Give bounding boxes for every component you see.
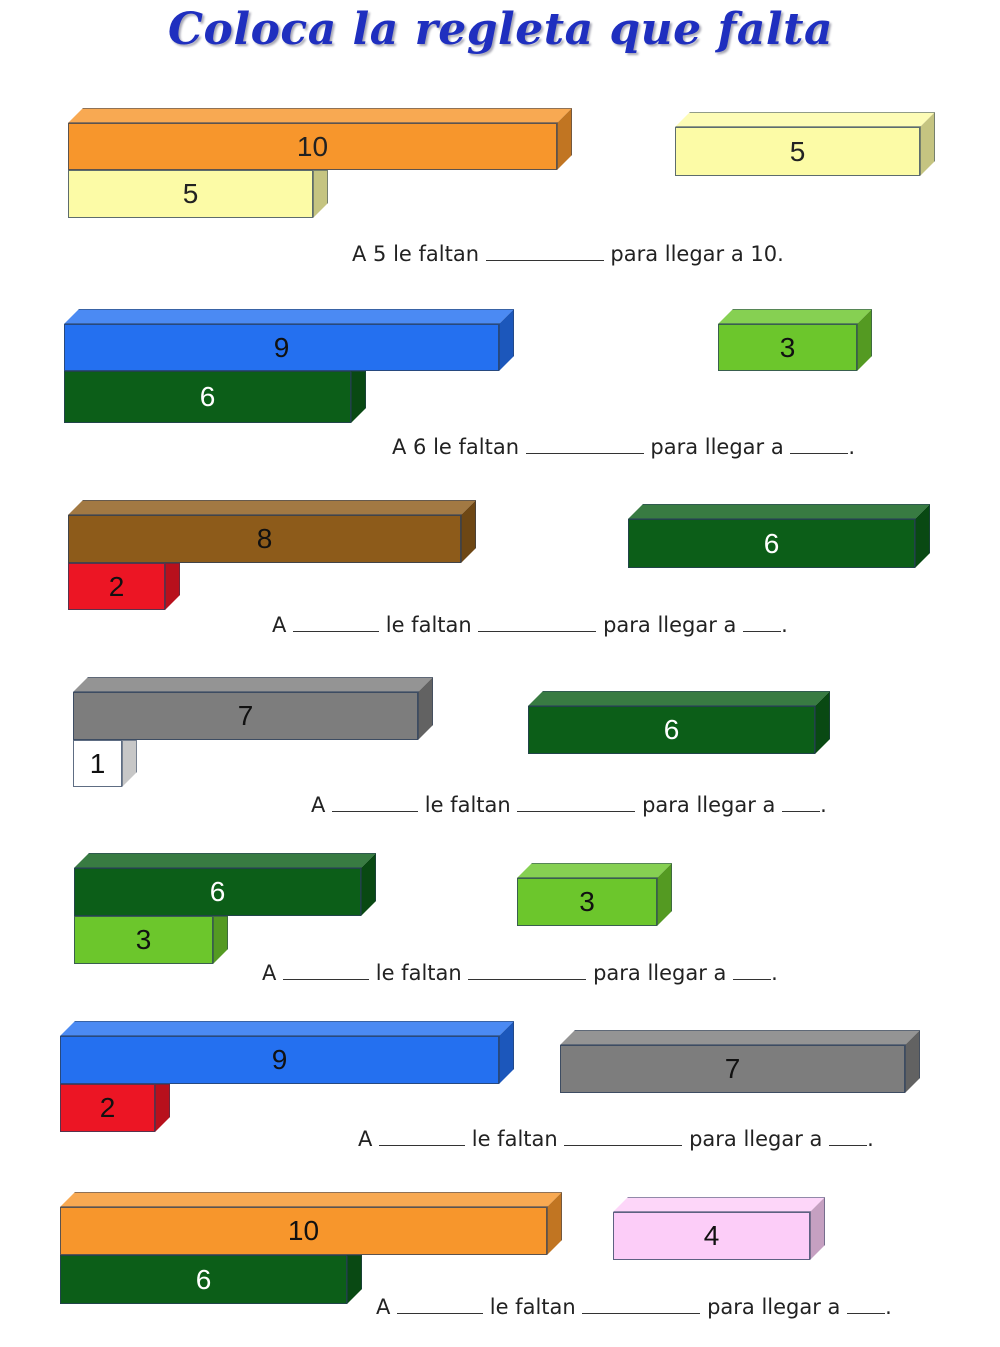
rod-white-1: 1	[73, 740, 137, 787]
sentence-3: A le faltan para llegar a .	[272, 613, 788, 637]
rod-label: 10	[60, 1207, 547, 1255]
answer-blank-total[interactable]	[733, 961, 772, 980]
sentence-4: A le faltan para llegar a .	[311, 793, 827, 817]
rod-label: 4	[613, 1212, 810, 1260]
answer-blank-total[interactable]	[782, 793, 821, 812]
sentence-2: A 6 le faltan para llegar a .	[392, 435, 856, 459]
sentence-7: A le faltan para llegar a .	[376, 1295, 892, 1319]
rod-label: 5	[675, 127, 920, 176]
answer-blank-total[interactable]	[743, 613, 782, 632]
rod-label: 7	[560, 1045, 905, 1093]
answer-rod-pink-4[interactable]: 4	[613, 1197, 825, 1260]
answer-blank-start[interactable]	[397, 1295, 484, 1314]
rod-brown-8: 8	[68, 500, 476, 563]
rod-red-2: 2	[68, 563, 180, 610]
sentence-5: A le faltan para llegar a .	[262, 961, 778, 985]
answer-rod-light-green-3[interactable]: 3	[517, 863, 672, 926]
rod-dark-green-6: 6	[60, 1255, 362, 1304]
rod-dark-green-6: 6	[64, 371, 366, 423]
rod-label: 2	[60, 1084, 155, 1132]
rod-label: 3	[517, 878, 657, 926]
rod-label: 6	[74, 868, 361, 916]
rod-label: 2	[68, 563, 165, 610]
rod-label: 10	[68, 123, 557, 170]
sentence-6: A le faltan para llegar a .	[358, 1127, 874, 1151]
answer-blank-total[interactable]	[790, 435, 849, 454]
answer-blank-start[interactable]	[379, 1127, 466, 1146]
rod-blue-9: 9	[64, 309, 514, 371]
rod-yellow-5: 5	[68, 170, 328, 218]
rod-label: 9	[60, 1036, 499, 1084]
rod-label: 8	[68, 515, 461, 563]
answer-rod-dark-green-6[interactable]: 6	[628, 504, 930, 568]
rod-label: 3	[74, 916, 213, 964]
rod-label: 6	[528, 706, 815, 754]
rod-label: 6	[60, 1255, 347, 1304]
answer-blank-total[interactable]	[829, 1127, 868, 1146]
answer-blank-missing[interactable]	[485, 242, 604, 261]
answer-rod-gray-7[interactable]: 7	[560, 1030, 920, 1093]
rod-orange-10: 10	[68, 108, 572, 170]
page-title: Coloca la regleta que falta	[168, 4, 833, 55]
rod-label: 7	[73, 692, 418, 740]
answer-blank-missing[interactable]	[468, 961, 587, 980]
answer-blank-missing[interactable]	[582, 1295, 701, 1314]
answer-blank-start[interactable]	[293, 613, 380, 632]
answer-blank-missing[interactable]	[517, 793, 636, 812]
answer-blank-total[interactable]	[847, 1295, 886, 1314]
answer-blank-missing[interactable]	[564, 1127, 683, 1146]
rod-orange-10: 10	[60, 1192, 562, 1255]
answer-blank-missing[interactable]	[478, 613, 597, 632]
answer-rod-light-green-3[interactable]: 3	[718, 309, 872, 371]
answer-rod-yellow-5[interactable]: 5	[675, 112, 935, 176]
answer-blank-start[interactable]	[283, 961, 370, 980]
answer-blank-missing[interactable]	[525, 435, 644, 454]
answer-rod-dark-green-6[interactable]: 6	[528, 691, 830, 754]
rod-label: 5	[68, 170, 313, 218]
sentence-1: A 5 le faltan para llegar a 10.	[352, 242, 784, 266]
rod-blue-9: 9	[60, 1021, 514, 1084]
rod-label: 9	[64, 324, 499, 371]
rod-label: 6	[628, 519, 915, 568]
rod-label: 3	[718, 324, 857, 371]
rod-red-2: 2	[60, 1084, 170, 1132]
rod-label: 1	[73, 740, 122, 787]
answer-blank-start[interactable]	[332, 793, 419, 812]
rod-gray-7: 7	[73, 677, 433, 740]
rod-dark-green-6: 6	[74, 853, 376, 916]
rod-label: 6	[64, 371, 351, 423]
rod-light-green-3: 3	[74, 916, 228, 964]
